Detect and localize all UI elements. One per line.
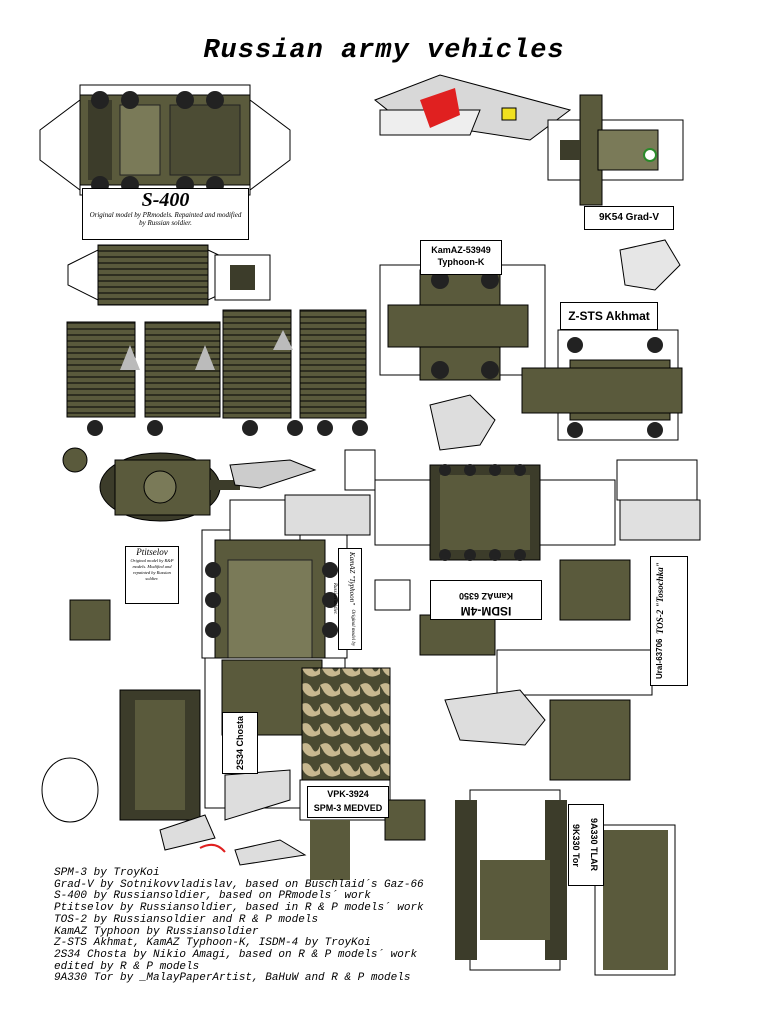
tos2-net [444, 649, 653, 781]
isdm-label: ISDM-4M [460, 604, 512, 618]
credit-line: KamAZ Typhoon by Russiansoldier [54, 925, 259, 938]
tos2-label-box: Ural-63706 TOS-2 "Tosochka" [650, 556, 688, 686]
tor-label-box: 9A330 TLAR 9K330 Tor [568, 804, 604, 886]
s400-label-box: S-400 Original model by PRmodels. Repain… [82, 188, 249, 240]
tor-label: 9K330 Tor [571, 823, 581, 867]
ptitselov-net [99, 452, 317, 522]
zsts-net [521, 239, 683, 441]
tor-tlar-label: 9A330 TLAR [589, 818, 599, 872]
s400-credit: Original model by PRmodels. Repainted an… [89, 211, 242, 227]
credit-line: Ptitselov by Russiansoldier, based in R … [54, 902, 424, 915]
typhoon-k-net [379, 264, 546, 451]
ptitselov-label: Ptitselov [136, 547, 168, 557]
tos2-label: TOS-2 "Tosochka" [655, 562, 665, 635]
isdm-label-box: ISDM-4M KamAZ 6350 [430, 580, 542, 620]
vpk-label: VPK-3924 [327, 789, 369, 799]
ural-label: Ural-63706 [655, 638, 664, 680]
credit-line: Z-STS Akhmat, KamAZ Typhoon-K, ISDM-4 by… [54, 937, 371, 950]
credit-line: S-400 by Russiansoldier, based on PRmode… [54, 890, 371, 903]
credit-line: 2S34 Chosta by Nikio Amagi, based on R &… [54, 948, 418, 961]
credits-block: SPM-3 by TroyKoi Grad-V by Sotnikovvladi… [54, 867, 424, 985]
credit-line: SPM-3 by TroyKoi [54, 867, 160, 879]
typhoon-side-label-box: KamAZ "Typhoon" Original model by Russia… [332, 548, 362, 650]
s400-net [39, 84, 291, 196]
typhoon-side-label: KamAZ "Typhoon" [348, 551, 356, 605]
spm3-label: SPM-3 MEDVED [313, 803, 383, 813]
isdm-net [374, 464, 616, 561]
tor-net [455, 789, 676, 976]
credit-line: 9A330 Tor by _MalayPaperArtist, BaHuW an… [54, 972, 411, 985]
s400-side-net [67, 244, 271, 306]
ptitselov-label-box: Ptitselov Original model by R&P models. … [125, 546, 179, 604]
s400-label: S-400 [141, 189, 190, 211]
typhoon-side-credit: Original model by Russian soldier. [332, 583, 355, 647]
credit-line: edited by R & P models [54, 960, 200, 973]
zsts-label: Z-STS Akhmat [560, 302, 658, 330]
grad-v-net [374, 74, 684, 206]
grad-v-label: 9K54 Grad-V [584, 206, 674, 230]
chosta-net [41, 689, 201, 823]
credit-line: Grad-V by Sotnikovvladislav, based on Bu… [54, 878, 424, 891]
striped-panels [66, 309, 368, 436]
misc-parts [62, 447, 701, 880]
page-title: Russian army vehicles [203, 36, 565, 66]
ptitselov-credit: Original model by R&P models. Modified a… [130, 558, 174, 581]
vpk-label-box: VPK-3924 SPM-3 MEDVED [307, 786, 389, 818]
chosta-label: 2S34 Chosta [222, 712, 258, 774]
kamaz-typhoon-k-label: KamAZ-53949 Typhoon-K [420, 240, 502, 275]
credit-line: TOS-2 by Russiansoldier and R & P models [54, 913, 319, 926]
kamaz6350-label: KamAZ 6350 [458, 591, 514, 601]
